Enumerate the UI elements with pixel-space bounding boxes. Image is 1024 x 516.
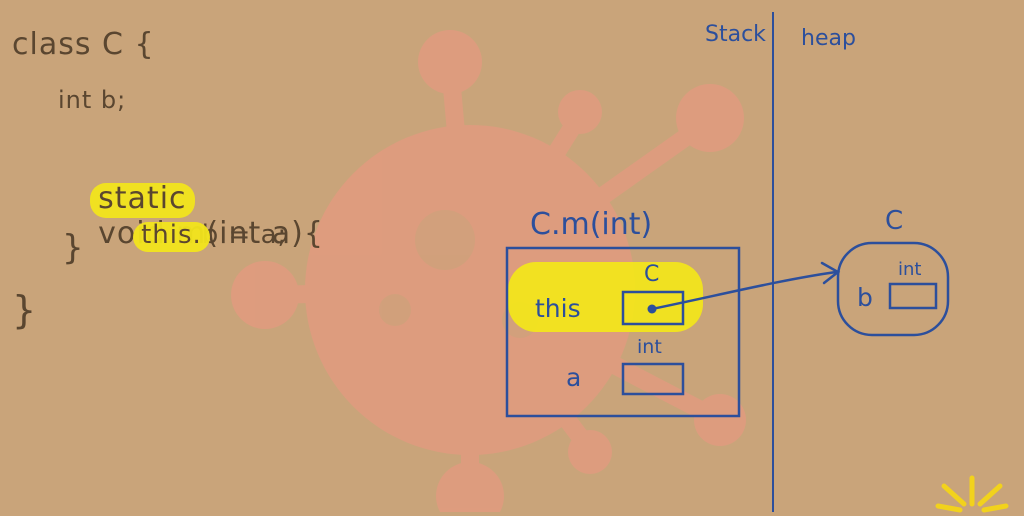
object-type-label: C bbox=[885, 206, 904, 236]
class-close-brace: } bbox=[12, 288, 38, 332]
a-variable-label: a bbox=[566, 363, 582, 392]
sun-logo-icon bbox=[935, 475, 1009, 513]
method-body: this.b = a; bbox=[104, 190, 287, 280]
this-variable-label: this bbox=[535, 294, 581, 323]
frame-title: C.m(int) bbox=[530, 207, 653, 242]
reference-arrow bbox=[651, 270, 837, 311]
this-slot-box bbox=[621, 290, 685, 326]
field-b-slot-box bbox=[888, 282, 938, 310]
this-keyword: this. bbox=[133, 220, 210, 252]
stack-label: Stack bbox=[705, 22, 766, 47]
heap-label: heap bbox=[801, 26, 856, 51]
class-declaration: class C { bbox=[12, 27, 155, 62]
arrow-head-icon bbox=[820, 261, 841, 285]
this-row-highlight bbox=[508, 262, 703, 332]
a-slot-box bbox=[621, 362, 685, 396]
static-keyword: static bbox=[90, 181, 195, 218]
a-type-label: int bbox=[637, 336, 662, 358]
field-b-label: b bbox=[857, 283, 873, 312]
stack-frame-box bbox=[505, 246, 741, 418]
field-declaration: int b; bbox=[58, 86, 127, 114]
this-type-label: C bbox=[644, 262, 660, 287]
method-close-brace: } bbox=[62, 228, 85, 268]
field-b-type-label: int bbox=[898, 259, 922, 280]
assignment-statement: b = a; bbox=[201, 220, 288, 250]
heap-object-box bbox=[836, 241, 950, 337]
